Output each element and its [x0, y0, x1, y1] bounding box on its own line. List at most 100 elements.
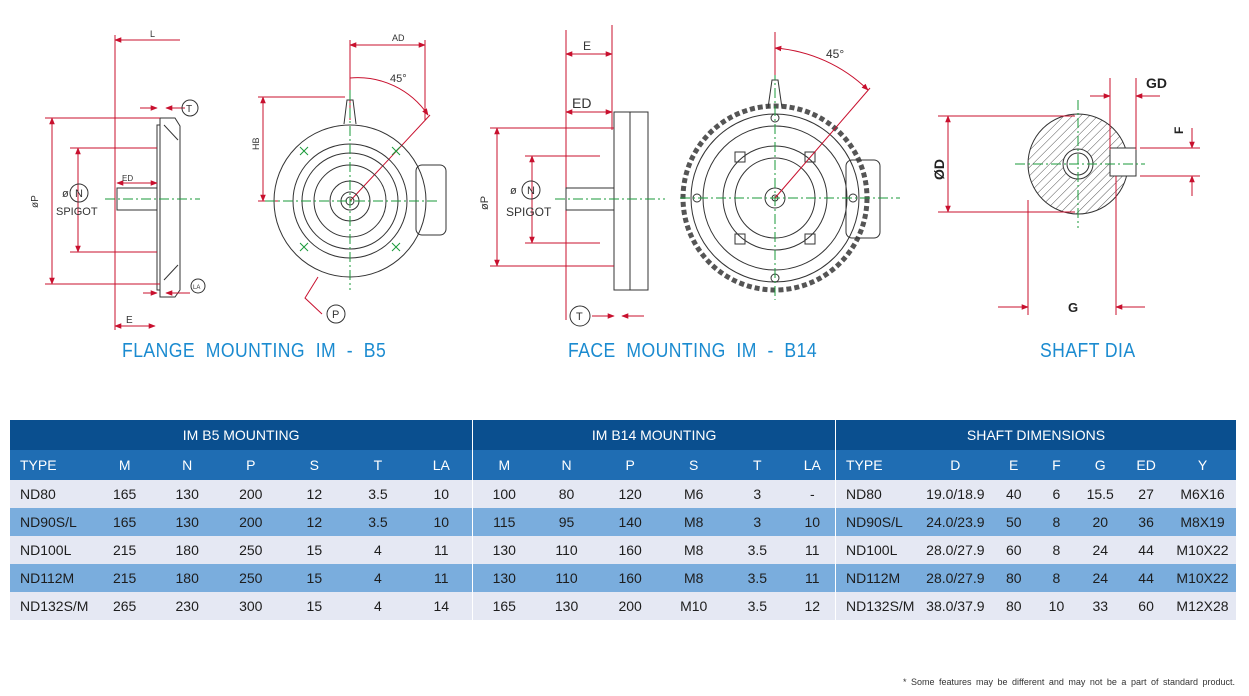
column-header: N	[535, 450, 598, 480]
table-cell: 36	[1123, 508, 1170, 536]
b14-dim-ED-label: ED	[572, 95, 591, 111]
table-cell: 15	[283, 536, 346, 564]
b5-side-view: L T LA E ED øP N ø SPIGOT	[30, 29, 206, 330]
table-cell: 215	[93, 536, 156, 564]
table-cell: 44	[1123, 564, 1170, 592]
dimensions-table: IM B5 MOUNTING IM B14 MOUNTING SHAFT DIM…	[10, 420, 1236, 620]
table-cell: ND80	[834, 480, 919, 508]
table-cell: ND132S/M	[10, 592, 94, 620]
column-header: E	[991, 450, 1036, 480]
table-cell: 300	[218, 592, 284, 620]
table-cell: 8	[1035, 564, 1078, 592]
table-cell: 15	[283, 592, 346, 620]
table-cell: 24.0/23.9	[918, 508, 992, 536]
table-cell: 120	[597, 480, 663, 508]
table-cell: 3.5	[345, 480, 411, 508]
dim-N-label: N	[75, 188, 83, 200]
table-cell: ND132S/M	[834, 592, 919, 620]
table-cell: 160	[597, 536, 663, 564]
group-header-b5: IM B5 MOUNTING	[10, 420, 473, 450]
b14-angle-label: 45°	[826, 47, 844, 61]
table-cell: M6X16	[1169, 480, 1236, 508]
table-cell: 27	[1123, 480, 1170, 508]
shaft-G-label: G	[1068, 300, 1078, 315]
table-cell: 10	[1035, 592, 1078, 620]
table-cell: 3.5	[724, 592, 790, 620]
table-cell: 44	[1123, 536, 1170, 564]
table-cell: ND80	[10, 480, 94, 508]
table-cell: 80	[991, 592, 1036, 620]
table-cell: 180	[155, 536, 219, 564]
svg-text:ø: ø	[510, 185, 517, 197]
table-cell: 165	[93, 508, 156, 536]
table-cell: 130	[472, 564, 536, 592]
table-cell: 3	[724, 480, 790, 508]
group-header-b14: IM B14 MOUNTING	[472, 420, 836, 450]
column-header: TYPE	[834, 450, 919, 480]
column-header: Y	[1169, 450, 1236, 480]
table-cell: 130	[472, 536, 536, 564]
table-cell: 24	[1077, 536, 1124, 564]
table-cell: 12	[283, 480, 346, 508]
column-header: ED	[1123, 450, 1170, 480]
caption-flange-mounting: FLANGE MOUNTING IM - B5	[122, 340, 387, 362]
table-cell: 11	[410, 536, 473, 564]
table-cell: 265	[93, 592, 156, 620]
table-cell: 4	[345, 564, 411, 592]
table-cell: 200	[218, 508, 284, 536]
dim-P-label: P	[332, 309, 339, 321]
column-header: LA	[789, 450, 836, 480]
table-cell: 180	[155, 564, 219, 592]
table-cell: 10	[410, 480, 473, 508]
column-header: S	[283, 450, 346, 480]
column-header: G	[1077, 450, 1124, 480]
b14-side-view: E ED øP N ø SPIGOT T	[479, 25, 665, 327]
table-cell: M8X19	[1169, 508, 1236, 536]
table-cell: 60	[991, 536, 1036, 564]
table-cell: 20	[1077, 508, 1124, 536]
table-cell: 3.5	[724, 536, 790, 564]
table-cell: -	[789, 480, 836, 508]
table-cell: 80	[535, 480, 598, 508]
table-cell: 3.5	[724, 564, 790, 592]
table-cell: 3.5	[345, 508, 411, 536]
table-cell: 38.0/37.9	[918, 592, 992, 620]
b14-dim-T-label: T	[576, 311, 583, 323]
table-cell: 250	[218, 536, 284, 564]
dim-LA-label: LA	[193, 285, 200, 291]
table-cell: ND112M	[10, 564, 94, 592]
dim-ED-label: ED	[122, 174, 133, 183]
b14-front-view: 45°	[680, 32, 900, 300]
table-cell: 130	[155, 508, 219, 536]
table-cell: 230	[155, 592, 219, 620]
column-header: S	[662, 450, 725, 480]
table-cell: ND100L	[10, 536, 94, 564]
b5-front-view: AD 45° HB P	[251, 33, 447, 324]
shaft-F-label: F	[1172, 127, 1186, 134]
technical-drawings: L T LA E ED øP N ø SPIGOT AD	[30, 25, 1200, 330]
dim-HB-label: HB	[251, 137, 261, 150]
column-header: P	[597, 450, 663, 480]
spigot-label: SPIGOT	[56, 206, 98, 218]
table-cell: 80	[991, 564, 1036, 592]
table-cell: 11	[789, 564, 836, 592]
caption-shaft-dia: SHAFT DIA	[1040, 340, 1136, 362]
group-header-shaft: SHAFT DIMENSIONS	[835, 420, 1236, 450]
table-cell: ND100L	[834, 536, 919, 564]
column-header: TYPE	[10, 450, 94, 480]
table-cell: 8	[1035, 536, 1078, 564]
b14-spigot-label: SPIGOT	[506, 205, 552, 219]
table-cell: 115	[472, 508, 536, 536]
table-cell: M10	[662, 592, 725, 620]
table-cell: 15	[283, 564, 346, 592]
dim-AD-label: AD	[392, 33, 405, 43]
table-cell: 165	[472, 592, 536, 620]
table-group-header-row: IM B5 MOUNTING IM B14 MOUNTING SHAFT DIM…	[10, 420, 1236, 450]
b14-dim-phiP-label: øP	[479, 196, 491, 210]
table-cell: 24	[1077, 564, 1124, 592]
dim-E-label: E	[126, 315, 133, 326]
table-cell: 160	[597, 564, 663, 592]
